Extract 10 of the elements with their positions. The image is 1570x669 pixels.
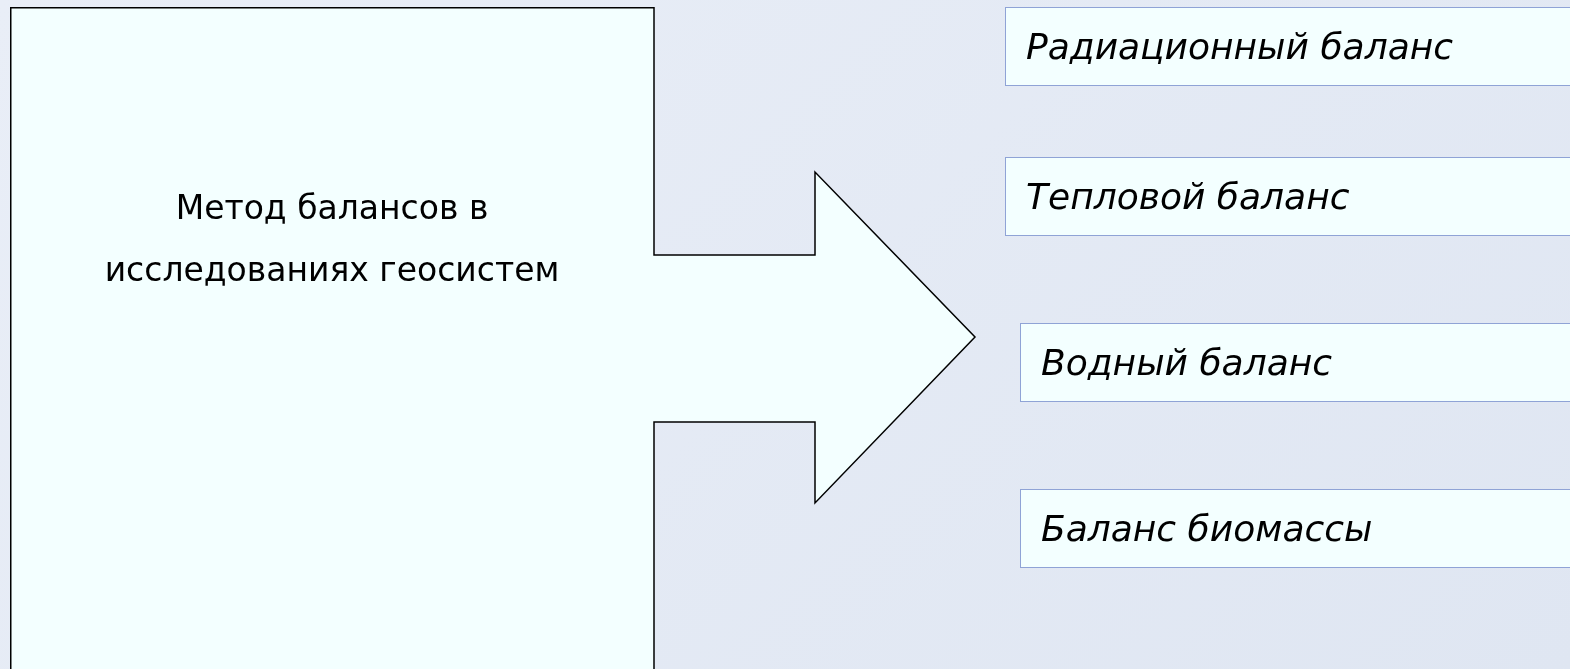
box-label: Радиационный баланс (1026, 26, 1454, 67)
process-box (1020, 489, 1570, 568)
box-label: Баланс биомассы (1041, 508, 1373, 549)
process-box (1020, 323, 1570, 402)
box-label: Тепловой баланс (1026, 176, 1350, 217)
process-box (1005, 7, 1570, 86)
arrow-callout-shape (10, 7, 976, 669)
box-title: Метод балансов в исследованиях геосистем (103, 187, 561, 291)
process-box (1005, 157, 1570, 236)
box-label: Водный баланс (1041, 342, 1333, 383)
